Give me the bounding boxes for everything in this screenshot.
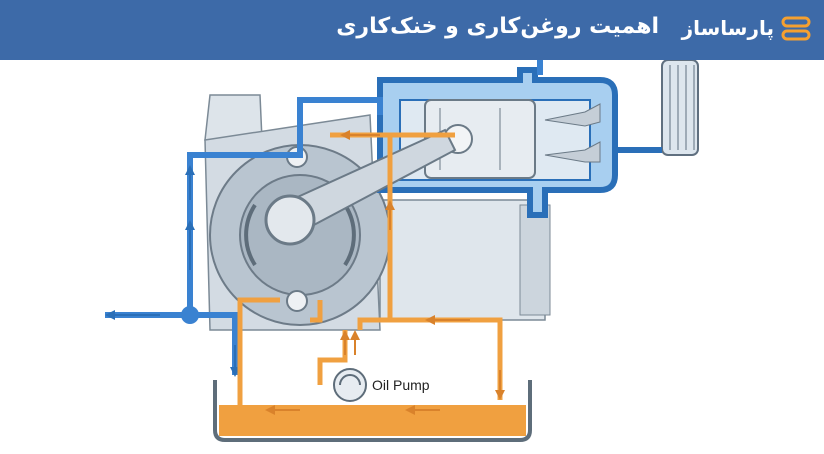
oil-arrows	[265, 130, 505, 415]
brand-name: پارساساز	[681, 16, 774, 40]
coolant-arrows	[105, 165, 240, 377]
oil-pump	[333, 368, 367, 402]
coolant-junction	[181, 306, 199, 324]
parsasaz-logo-icon	[781, 16, 811, 41]
valves	[544, 103, 601, 163]
page-title: اهمیت روغن‌کاری و خنک‌کاری	[336, 14, 659, 39]
connecting-rod	[264, 128, 457, 246]
radiator	[615, 59, 699, 156]
lubrication-cooling-diagram: Oil Pump	[0, 59, 824, 450]
header-bar: اهمیت روغن‌کاری و خنک‌کاری پارساساز	[0, 0, 824, 60]
engine-illustration: Oil Pump	[105, 59, 699, 442]
oil-pump-label: Oil Pump	[372, 377, 430, 393]
